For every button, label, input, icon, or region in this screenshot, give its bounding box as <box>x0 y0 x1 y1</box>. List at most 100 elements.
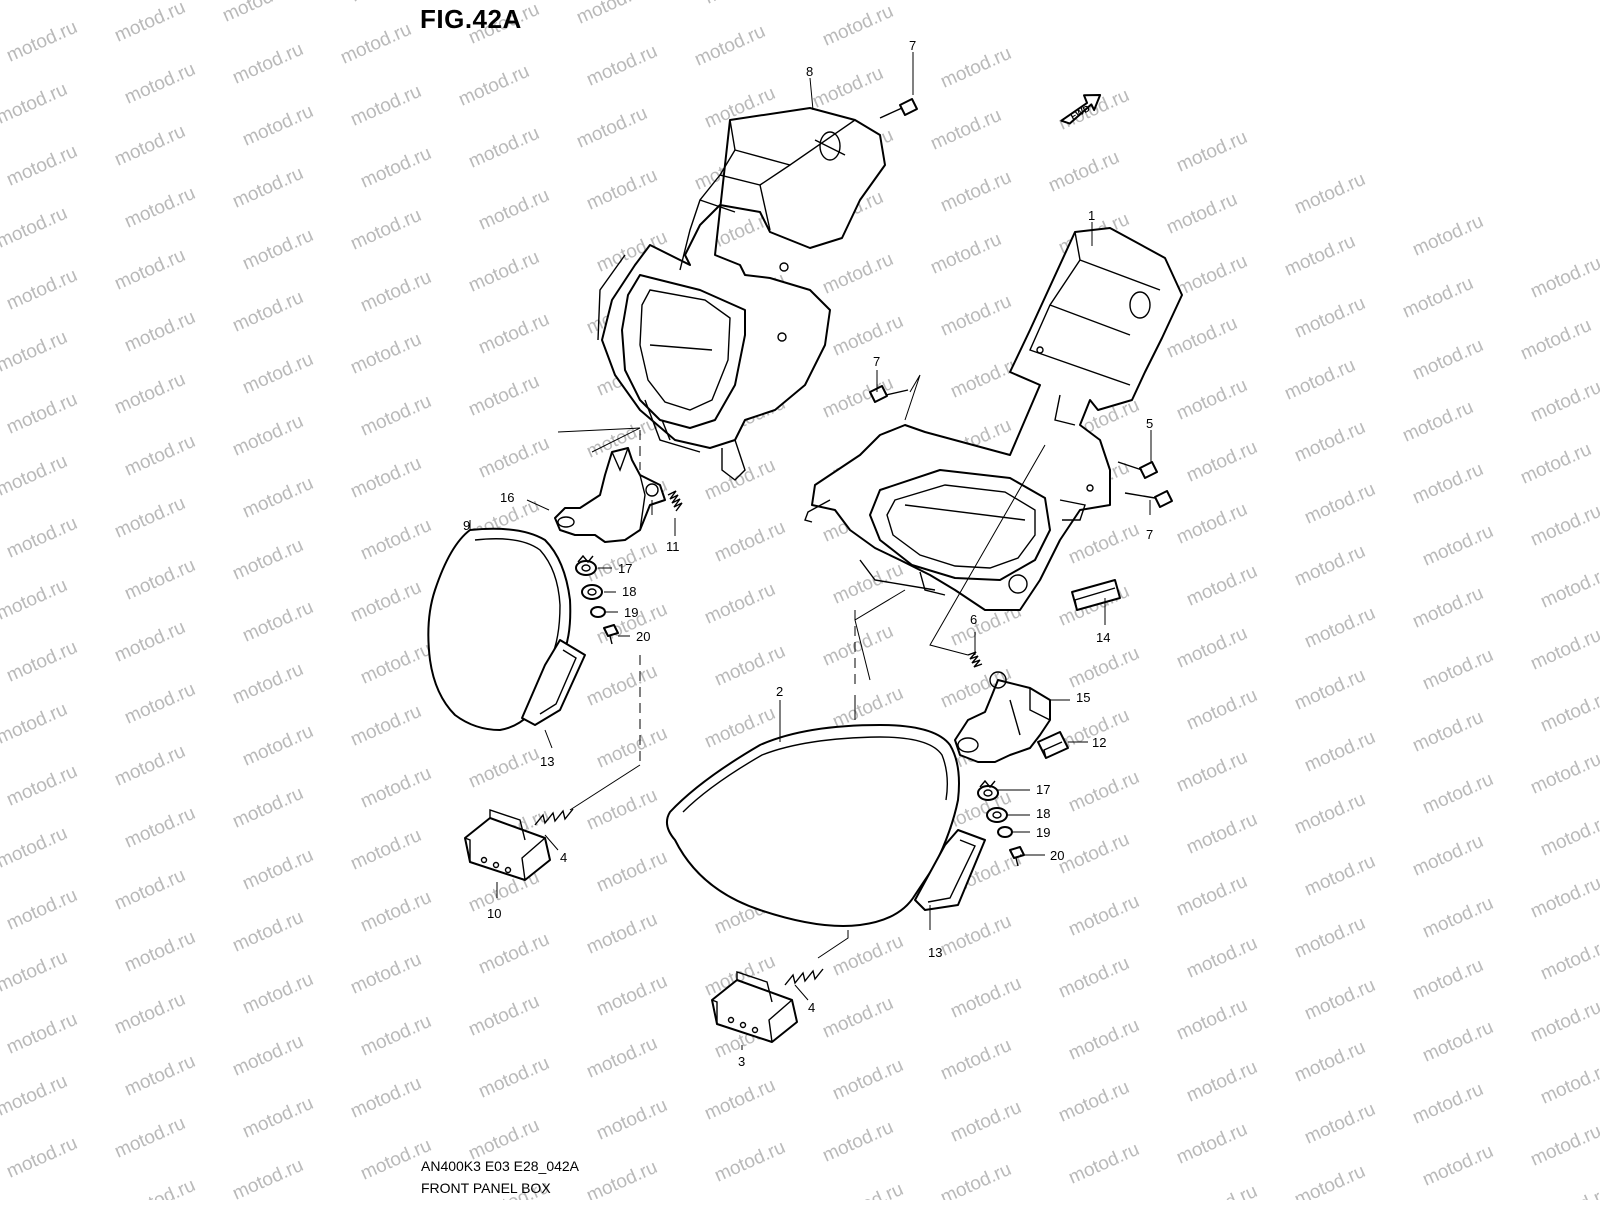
watermark-text: motod.ru <box>1291 1161 1368 1200</box>
watermark-text: motod.ru <box>1419 1141 1496 1191</box>
watermark-text: motod.ru <box>1173 1119 1250 1169</box>
watermark-text: motod.ru <box>937 291 1014 341</box>
watermark-text: motod.ru <box>357 887 434 937</box>
watermark-text: motod.ru <box>1419 645 1496 695</box>
callout-20-left: 20 <box>636 629 650 644</box>
watermark-text: motod.ru <box>1065 1015 1142 1065</box>
watermark-text: motod.ru <box>229 783 306 833</box>
callout-17-left: 17 <box>618 561 632 576</box>
watermark-text: motod.ru <box>239 969 316 1019</box>
watermark-text: motod.ru <box>121 307 198 357</box>
part-16-hinge-left <box>554 447 666 543</box>
watermark-text: motod.ru <box>691 21 768 71</box>
watermark-text: motod.ru <box>573 103 650 153</box>
watermark-text: motod.ru <box>0 947 71 997</box>
watermark-text: motod.ru <box>829 931 906 981</box>
watermark-text: motod.ru <box>937 1159 1014 1200</box>
watermark-text: motod.ru <box>1183 809 1260 859</box>
watermark-text: motod.ru <box>1183 561 1260 611</box>
watermark-text: motod.ru <box>1537 563 1600 613</box>
part-4-spring-right <box>784 968 824 986</box>
watermark-text: motod.ru <box>1409 955 1486 1005</box>
part-12-pad <box>1037 731 1069 759</box>
watermark-text: motod.ru <box>1419 1017 1496 1067</box>
watermark-text: motod.ru <box>819 1 896 51</box>
watermark-text: motod.ru <box>1301 975 1378 1025</box>
callout-11: 11 <box>666 539 680 554</box>
watermark-text: motod.ru <box>229 163 306 213</box>
watermark-text: motod.ru <box>3 265 80 315</box>
callout-7-right: 7 <box>1146 527 1153 542</box>
watermark-text: motod.ru <box>1537 811 1600 861</box>
watermark-text: motod.ru <box>1409 211 1486 261</box>
watermark-text: motod.ru <box>239 845 316 895</box>
callout-13-left: 13 <box>540 754 554 769</box>
watermark-text: motod.ru <box>1173 747 1250 797</box>
callout-labels: 1 2 3 4 4 5 6 7 7 7 8 9 10 11 12 13 13 1… <box>463 38 1153 1069</box>
watermark-text: motod.ru <box>1291 913 1368 963</box>
watermark-text: motod.ru <box>583 1033 660 1083</box>
watermark-text: motod.ru <box>239 1093 316 1143</box>
watermark-text: motod.ru <box>475 185 552 235</box>
watermark-text: motod.ru <box>357 1011 434 1061</box>
watermark-text: motod.ru <box>111 245 188 295</box>
watermark-text: motod.ru <box>465 371 542 421</box>
watermark-text: motod.ru <box>1419 769 1496 819</box>
watermark-text: motod.ru <box>819 993 896 1043</box>
watermark-text: motod.ru <box>229 1155 306 1200</box>
watermark-text: motod.ru <box>1527 253 1600 303</box>
watermark-text: motod.ru <box>347 825 424 875</box>
watermark-text: motod.ru <box>347 701 424 751</box>
watermark-text: motod.ru <box>1281 355 1358 405</box>
watermark-text: motod.ru <box>347 81 424 131</box>
watermark-text: motod.ru <box>583 41 660 91</box>
watermark-text: motod.ru <box>1537 1059 1600 1109</box>
callout-8: 8 <box>806 64 813 79</box>
watermark-text: motod.ru <box>1065 643 1142 693</box>
watermark-text: motod.ru <box>1527 749 1600 799</box>
watermark-text: motod.ru <box>1065 519 1142 569</box>
watermark-text: motod.ru <box>239 101 316 151</box>
callout-20-right: 20 <box>1050 848 1064 863</box>
watermark-text: motod.ru <box>701 1075 778 1125</box>
watermark-text: motod.ru <box>593 971 670 1021</box>
watermark-text: motod.ru <box>1291 789 1368 839</box>
watermark-text: motod.ru <box>0 0 71 5</box>
part-11-spring-left <box>667 490 683 512</box>
watermark-text: motod.ru <box>1173 127 1250 177</box>
part-13-seal-right <box>914 829 986 911</box>
callout-7-mid: 7 <box>873 354 880 369</box>
watermark-text: motod.ru <box>3 761 80 811</box>
watermark-text: motod.ru <box>1301 603 1378 653</box>
watermark-text: motod.ru <box>1527 997 1600 1047</box>
callout-16: 16 <box>500 490 514 505</box>
watermark-text: motod.ru <box>829 311 906 361</box>
watermark-text: motod.ru <box>465 123 542 173</box>
callout-3: 3 <box>738 1054 745 1069</box>
watermark-text: motod.ru <box>1183 437 1260 487</box>
watermark-text: motod.ru <box>1183 1181 1260 1200</box>
watermark-text: motod.ru <box>947 973 1024 1023</box>
watermark-text: motod.ru <box>937 1035 1014 1085</box>
watermark-text: motod.ru <box>357 391 434 441</box>
watermark-text: motod.ru <box>121 927 198 977</box>
part-2-lid-right <box>665 724 960 927</box>
watermark-text: motod.ru <box>583 661 660 711</box>
watermark-text: motod.ru <box>1173 375 1250 425</box>
watermark-text: motod.ru <box>111 369 188 419</box>
callout-19-left: 19 <box>624 605 638 620</box>
watermark-text: motod.ru <box>947 1097 1024 1147</box>
watermark-text: motod.ru <box>1301 851 1378 901</box>
watermark-text: motod.ru <box>1065 767 1142 817</box>
watermark-text: motod.ru <box>583 909 660 959</box>
watermark-text: motod.ru <box>1537 1183 1600 1200</box>
callout-18-right: 18 <box>1036 806 1050 821</box>
watermark-text: motod.ru <box>1055 1077 1132 1127</box>
watermark-text: motod.ru <box>701 0 778 9</box>
part-9-lid-left <box>427 527 572 731</box>
watermark-text: motod.ru <box>1399 273 1476 323</box>
watermark-text: motod.ru <box>1183 933 1260 983</box>
part-4-spring-left <box>534 808 574 826</box>
watermark-text: motod.ru <box>229 659 306 709</box>
